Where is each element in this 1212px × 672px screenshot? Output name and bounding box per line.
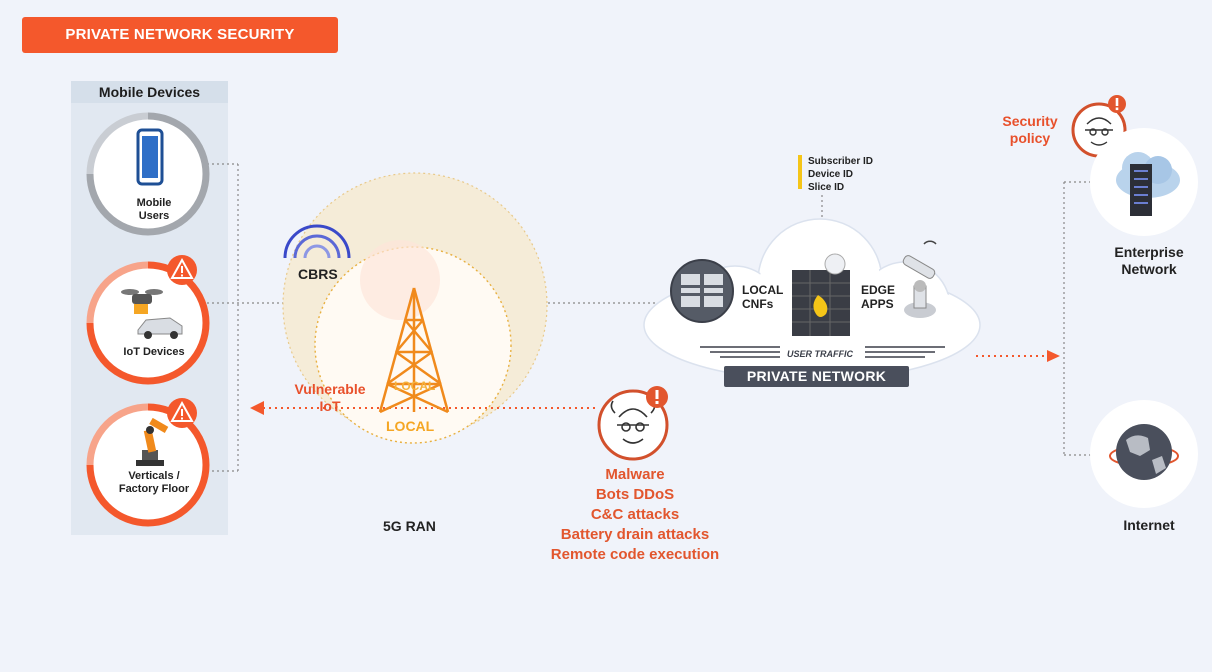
vulnerable-iot-label: Vulnerable IoT [280,381,380,415]
threat-malware: Malware [520,465,750,485]
cloud-server-icon [1108,142,1188,227]
user-traffic-label: USER TRAFFIC [787,349,853,359]
threat-remote-code: Remote code execution [520,545,750,565]
slice-id-label: Slice ID [808,181,873,194]
ids-marker [798,155,802,189]
tower-local-label: LOCAL [386,418,434,434]
private-network-label: PRIVATE NETWORK [724,366,909,387]
local-cnfs-label: LOCAL CNFs [742,283,783,311]
cbrs-label: CBRS [298,266,338,282]
device-label-iot-devices: IoT Devices [104,346,204,359]
smartphone-icon [136,128,164,191]
cell-tower-icon [374,286,454,421]
identity-list: Subscriber ID Device ID Slice ID [808,155,873,194]
robot-arm-edge-icon [898,240,950,327]
5g-ran-caption: 5G RAN [383,518,436,534]
firewall-icon [790,250,856,345]
egress-arrowhead [1047,350,1060,362]
threat-cnc-attacks: C&C attacks [520,505,750,525]
threat-bots-ddos: Bots DDoS [520,485,750,505]
cnf-servers-icon [669,258,735,329]
enterprise-network-label: Enterprise Network [1100,244,1198,278]
attack-arrowhead [250,401,264,415]
threat-battery-drain: Battery drain attacks [520,525,750,545]
subscriber-id-label: Subscriber ID [808,155,873,168]
warning-icon [166,397,198,434]
device-id-label: Device ID [808,168,873,181]
edge-apps-label: EDGE APPS [861,283,895,311]
device-label-verticals: Verticals / Factory Floor [104,470,204,496]
device-label-mobile-users: Mobile Users [104,197,204,223]
warning-icon [166,254,198,291]
security-policy-label: Security policy [994,113,1066,147]
drone-car-icon [118,282,188,345]
threat-list: Malware Bots DDoS C&C attacks Battery dr… [520,465,750,565]
internet-label: Internet [1100,517,1198,533]
tower-overlay-label: LOCAL [394,379,435,393]
cbrs-signal-icon [279,216,355,267]
malware-threat-icon [597,385,673,466]
globe-icon [1106,420,1182,493]
